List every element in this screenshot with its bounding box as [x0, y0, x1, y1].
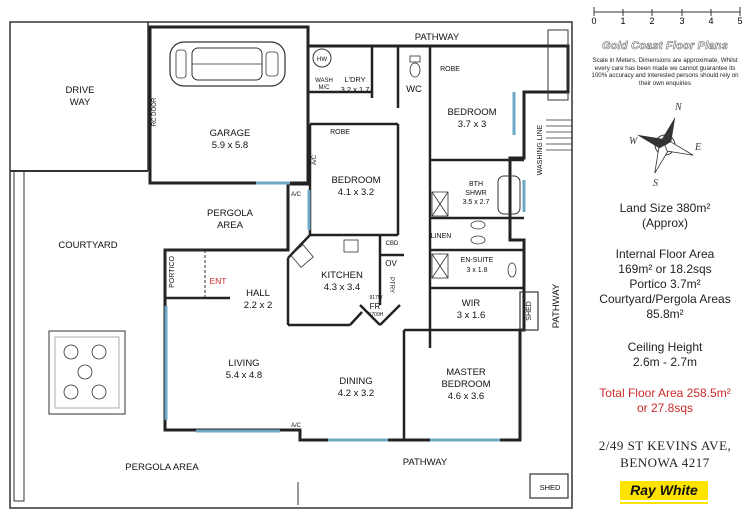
scale-tick-1: 1: [620, 16, 626, 26]
toilet-icon: [409, 55, 421, 78]
shed-bottom-outline: [529, 473, 569, 499]
fridge-height-label: 1709H: [369, 312, 384, 318]
basin-icon: [470, 235, 486, 245]
windows: [164, 92, 526, 442]
fridge-label: FR: [370, 302, 381, 311]
sink-icon: [290, 244, 314, 268]
scale-tick-5: 5: [737, 16, 743, 26]
compass-n: N: [674, 102, 683, 113]
total-area-label: Total Floor Area 258.5m²: [599, 386, 731, 400]
entrance-label: ENT: [210, 276, 227, 286]
hw-label: HW: [317, 57, 327, 63]
pantry-label: PTRY: [388, 277, 394, 293]
courtyard-area-label: Courtyard/Pergola Areas: [599, 292, 731, 306]
shed-right-label: SHED: [526, 301, 533, 320]
portico-outline: [164, 249, 206, 299]
lot-boundary: [9, 21, 573, 509]
ceiling-height-value: 2.6m - 2.7m: [632, 355, 698, 369]
ceiling-height-label: Ceiling Height: [627, 340, 703, 354]
scale-bar: [593, 7, 741, 16]
address-line-1: 2/49 ST KEVINS AVE,: [598, 438, 732, 453]
compass-s: S: [653, 178, 658, 189]
stove-icon: [343, 239, 359, 253]
scale-tick-3: 3: [679, 16, 685, 26]
address-line-2: BENOWA 4217: [620, 455, 710, 470]
pathway-right-label: PATHWAY: [551, 283, 562, 328]
garden-bed: [547, 29, 569, 101]
shed-right-outline: [519, 291, 539, 331]
ray-white-logo: Ray White: [620, 481, 708, 500]
pathway-bottom-label: PATHWAY: [403, 457, 448, 468]
courtyard-area-value: 85.8m²: [646, 307, 684, 321]
info-panel: 0 1 2 3 4 5 Gold Coast Floor Plans Scale…: [580, 0, 750, 527]
car-icon: [169, 41, 286, 87]
total-area-value: or 27.8sqs: [636, 401, 694, 415]
internal-area-value: 169m² or 18.2sqs: [618, 262, 712, 276]
logo-underline: [620, 502, 708, 504]
scale-tick-2: 2: [649, 16, 655, 26]
fridge-width-label: 917W: [369, 295, 382, 301]
scale-tick-4: 4: [708, 16, 714, 26]
cbd-label: CBD: [386, 241, 399, 247]
oven-label: OV: [385, 259, 397, 268]
courtyard-label: COURTYARD: [58, 240, 117, 251]
portico-label: PORTICO: [169, 256, 176, 288]
linen-label: LINEN: [431, 233, 452, 240]
robe-2-label: ROBE: [330, 129, 350, 136]
shed-bottom-label: SHED: [540, 483, 561, 492]
shower-icon: [431, 191, 449, 217]
bath-tub-icon: [497, 175, 521, 215]
scale-tick-0: 0: [591, 16, 597, 26]
ac-label-bottom: A/C: [291, 423, 302, 429]
compass-icon: N E S W: [629, 102, 701, 189]
wc-label: WC: [406, 84, 422, 95]
robe-1-label: ROBE: [440, 66, 460, 73]
portico-area: Portico 3.7m²: [629, 277, 701, 291]
compass-e: E: [694, 142, 701, 153]
pathway-top-label: PATHWAY: [415, 32, 460, 43]
pergola-area-bottom-label: PERGOLA AREA: [125, 462, 199, 473]
washing-line-icon: [546, 119, 572, 151]
compass-w: W: [629, 136, 639, 147]
side-fence: [13, 170, 25, 502]
ac-label-top: A/C: [291, 192, 302, 198]
rc-door-label: RC DOOR: [152, 97, 158, 126]
ensuite-shower-icon: [431, 253, 449, 279]
ac-label-vertical: A/C: [312, 154, 318, 165]
washing-line-label: WASHING LINE: [537, 124, 544, 175]
disclaimer: Scale in Meters, Dimensions are approxim…: [591, 57, 739, 87]
land-size-note: (Approx): [641, 216, 688, 230]
land-size: Land Size 380m²: [619, 201, 711, 215]
hot-water-icon: [312, 48, 332, 68]
brand-title: Gold Coast Floor Plans: [601, 40, 729, 53]
planter-icon: [48, 330, 126, 415]
internal-area-label: Internal Floor Area: [615, 247, 715, 261]
